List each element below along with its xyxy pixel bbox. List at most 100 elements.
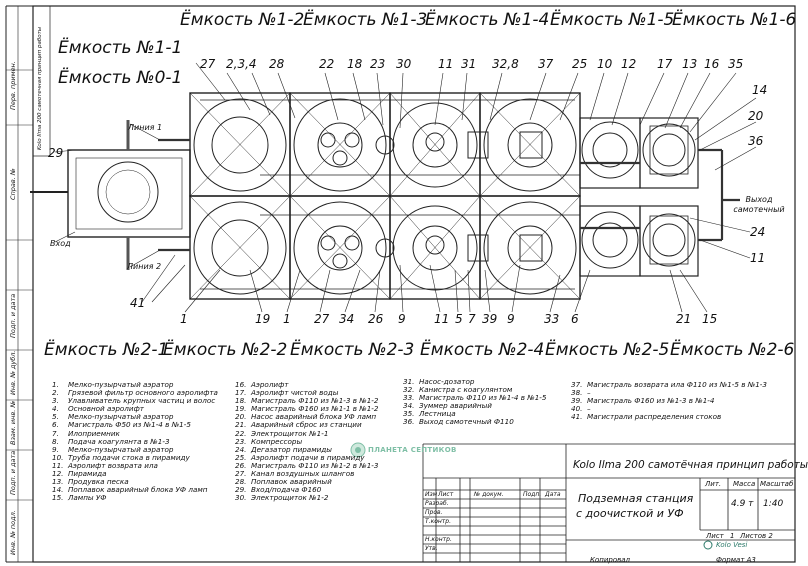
col-header: Лист [438, 491, 454, 498]
legend-column-4: 37.Магистраль возврата ила Ф110 из №1-5 … [571, 380, 767, 422]
callout-number: 27 [314, 312, 330, 326]
legend-item: 40.– [571, 404, 591, 414]
legend-item: 37.Магистраль возврата ила Ф110 из №1-5 … [571, 380, 767, 389]
legend-item: 23.Компрессоры [235, 436, 303, 446]
legend-item: 32.Канистра с коагулянтом [403, 385, 513, 395]
legend-item: 26.Магистраль Ф110 из №1-2 в №1-3 [235, 460, 379, 470]
lit-header: Лит. [705, 480, 722, 488]
scale-value: 1:40 [763, 499, 784, 509]
legend-item: 34.Зуммер аварийный [403, 401, 492, 411]
tank-label: Ёмкость №2-3 [290, 340, 415, 360]
side-stamp: Подп. и дата [9, 450, 17, 495]
legend-item: 20.Насос аварийный блока УФ ламп [235, 412, 377, 422]
legend-item: 4.Основной аэролифт [52, 404, 144, 414]
inlet-label: Вход [50, 239, 71, 248]
callout-number: 23 [370, 57, 386, 71]
legend-item: 21.Аварийный сброс из станции [235, 420, 362, 430]
callout-number: 41 [130, 296, 146, 310]
legend-item: 30.Электрощиток №1-2 [235, 493, 329, 503]
tank-label: Ёмкость №1-5 [550, 10, 675, 30]
row-label: Разраб. [425, 500, 449, 507]
legend-item: 1.Мелко-пузырчатый аэратор [52, 380, 174, 389]
callout-number: 39 [482, 312, 498, 326]
legend-item: 22.Электрощиток №1-1 [235, 428, 329, 438]
callout-number: 31 [461, 57, 477, 71]
callout-number: 22 [319, 57, 335, 71]
legend-item: 35.Лестница [403, 409, 456, 419]
callout-number: 11 [438, 57, 454, 71]
callout-number: 17 [657, 57, 673, 71]
callout-number: 27 [200, 57, 216, 71]
legend-item: 2.Грязевой фильтр основного аэролифта [52, 388, 218, 398]
legend-item: 10.Труба подачи стока в пирамиду [52, 452, 190, 462]
tank-label: Ёмкость №1-1 [58, 38, 183, 58]
legend-item: 5.Мелко-пузырчатый аэратор [52, 412, 174, 422]
row-label: Т.контр. [425, 518, 452, 525]
legend-item: 41.Магистрали распределения стоков [571, 412, 722, 422]
mass-header: Масса [733, 480, 756, 488]
col-header: № докум. [474, 491, 504, 498]
legend-item: 38.– [571, 388, 591, 398]
tank-label: Ёмкость №2-4 [420, 340, 545, 360]
callout-number: 21 [676, 312, 692, 326]
sheet-number: 1 [730, 532, 735, 540]
scale-header: Масштаб [760, 480, 794, 488]
callout-number: 36 [748, 134, 764, 148]
side-stamp: Инв. № подл. [9, 510, 17, 555]
tank-label: Ёмкость №1-6 [672, 10, 797, 30]
legend-item: 15.Лампы УФ [52, 493, 107, 503]
legend-item: 19.Магистраль Ф160 из №1-1 в №1-2 [235, 404, 379, 414]
tank-label: Ёмкость №2-5 [545, 340, 670, 360]
legend-item: 14.Поплавок аварийный блока УФ ламп [52, 485, 208, 495]
drawing-name-line-1: Подземная станция [578, 492, 694, 505]
legend-item: 11.Аэролифт возврата ила [52, 460, 158, 470]
legend-item: 17.Аэролифт чистой воды [235, 388, 339, 398]
callout-number: 37 [538, 57, 554, 71]
callout-number: 33 [544, 312, 560, 326]
legend-item: 3.Улавливатель крупных частиц и волос [52, 396, 216, 406]
callout-number: 34 [339, 312, 355, 326]
format-label: Формат А3 [716, 556, 756, 564]
legend-item: 9.Мелко-пузырчатый аэратор [52, 444, 174, 454]
sheet-label: Лист [706, 532, 724, 540]
legend-item: 12.Пирамида [52, 469, 107, 479]
watermark-text: ПЛАНЕТА СЕПТИКОВ [368, 446, 457, 454]
project-title: Kolo Ilma 200 самотёчная принцип работы [573, 459, 808, 471]
legend-item: 31.Насос-дозатор [403, 377, 475, 386]
legend-item: 8.Подача коагулянта в №1-3 [52, 436, 170, 446]
legend-item: 25.Аэролифт подачи в пирамиду [235, 452, 365, 462]
callout-number: 15 [702, 312, 718, 326]
col-header: Дата [545, 491, 561, 498]
callout-number: 6 [571, 312, 579, 326]
col-header: Подп. [523, 491, 542, 498]
callout-number: 30 [396, 57, 412, 71]
line-2-label: Линия 2 [127, 262, 162, 271]
side-stamp: Инв. № дубл. [9, 350, 17, 395]
callout-number: 25 [572, 57, 588, 71]
callout-number: 32,8 [492, 57, 519, 71]
row-label: Н.контр. [425, 536, 452, 543]
legend-item: 18.Магистраль Ф110 из №1-3 в №1-2 [235, 396, 379, 406]
legend-item: 6.Магистраль Ф50 из №1-4 в №1-5 [52, 420, 191, 430]
copied-label: Копировал [590, 556, 630, 564]
callout-number: 9 [398, 312, 406, 326]
callout-number: 14 [752, 83, 768, 97]
callout-number: 1 [180, 312, 188, 326]
drawing-name-line-2: с доочисткой и УФ [576, 507, 684, 520]
tank-label: Ёмкость №2-1 [44, 340, 169, 360]
brand-name: Kolo Vesi [716, 541, 748, 549]
tank-label: Ёмкость №1-2 [180, 10, 305, 30]
callout-number: 29 [48, 146, 64, 160]
row-label: Утв. [425, 545, 438, 552]
tank-label: Ёмкость №1-4 [425, 10, 550, 30]
callout-number: 11 [750, 251, 766, 265]
callout-number: 9 [507, 312, 515, 326]
legend-item: 28.Поплавок аварийный [235, 477, 332, 487]
top-stamp: Kolo Ilma 200 самотечная принцип работы [37, 26, 43, 150]
callout-number: 24 [750, 225, 766, 239]
callout-number: 10 [597, 57, 613, 71]
legend-item: 24.Дегазатор пирамиды [235, 444, 332, 454]
callout-number: 13 [682, 57, 698, 71]
